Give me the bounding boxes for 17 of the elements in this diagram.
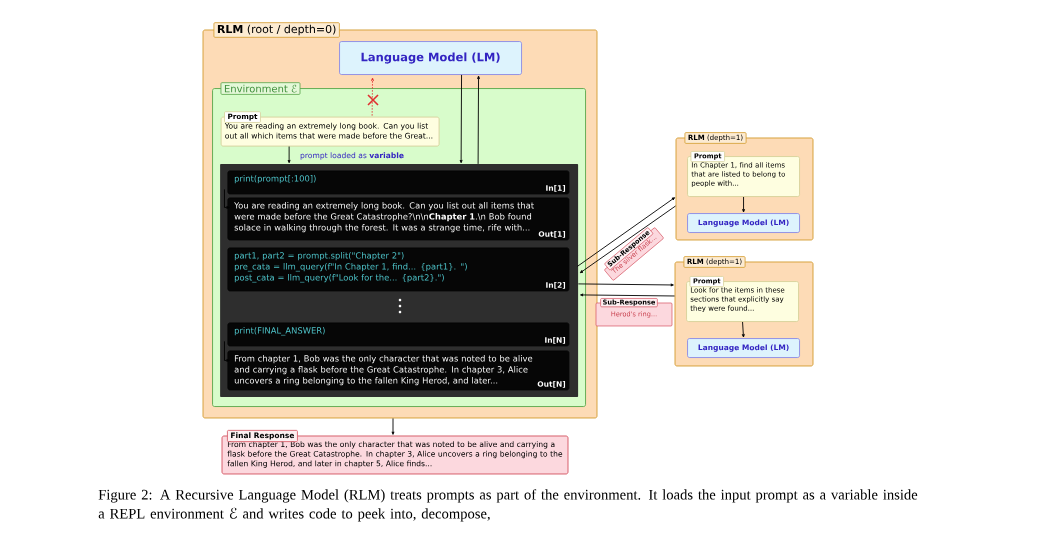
arrow — [577, 283, 674, 287]
arrow — [579, 205, 676, 274]
environment-title: Environment ℰ — [220, 82, 301, 95]
arrow — [224, 188, 230, 209]
arrow — [224, 340, 230, 362]
arrow — [391, 418, 395, 435]
figure-caption: Figure 2: A Recursive Language Model (RLM) treats prompts as part of the environment. It loads the input prompt as a variable inside a REPL environment ℰ and writes code to peek into, decompose, — [98, 489, 918, 522]
arrow — [371, 77, 374, 117]
arrow — [459, 74, 463, 164]
arrow — [287, 146, 291, 164]
arrow — [742, 196, 745, 213]
arrow — [477, 75, 480, 165]
arrow — [580, 293, 675, 297]
model-box: Language Model (LM) — [339, 41, 522, 75]
arrow — [576, 197, 676, 267]
arrow — [741, 321, 745, 338]
frame-title: RLM (root / depth=0) — [213, 22, 340, 38]
